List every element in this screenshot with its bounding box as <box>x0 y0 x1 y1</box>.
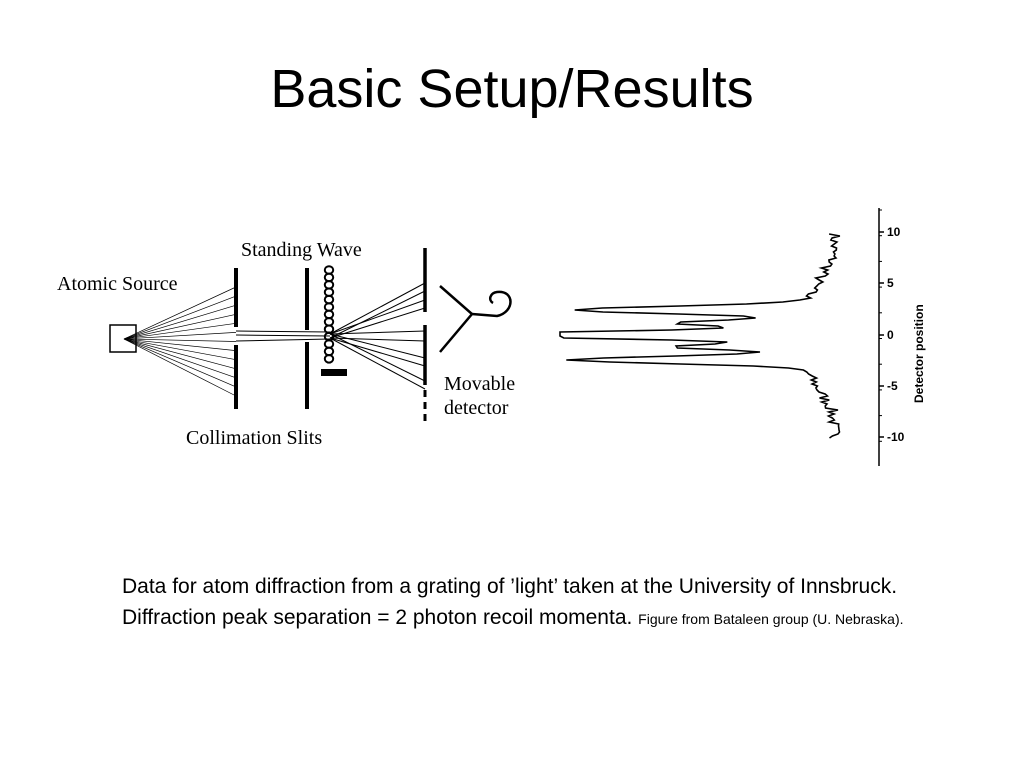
atom-beam-ray <box>123 338 237 379</box>
position-axis-tick-label: -5 <box>887 379 898 393</box>
standing-wave-loop <box>323 354 335 364</box>
diffracted-beams <box>329 282 426 390</box>
atom-beam-ray <box>123 338 237 397</box>
atom-diffraction-figure: Atomic Source Standing Wave Collimation … <box>57 208 926 466</box>
position-axis-tick-label: -10 <box>887 430 905 444</box>
atomic-source-label: Atomic Source <box>57 273 178 295</box>
position-axis-title: Detector position <box>912 304 926 403</box>
standing-wave-label: Standing Wave <box>241 239 362 261</box>
atom-beam-ray <box>123 295 237 340</box>
slide-title: Basic Setup/Results <box>270 59 754 119</box>
movable-detector-label-line1: Movable <box>444 373 515 395</box>
movable-detector-label-line2: detector <box>444 397 509 419</box>
caption-main: Data for atom diffraction from a grating… <box>122 575 898 629</box>
atom-beam-ray <box>123 338 237 370</box>
detector-hook <box>439 285 512 353</box>
atom-beam-ray <box>123 322 237 340</box>
atom-beam-ray <box>123 304 237 340</box>
atom-beam-fan <box>123 286 237 397</box>
atom-beam-ray <box>123 338 237 342</box>
collimated-beam <box>235 330 331 342</box>
position-axis-ticks: 10 5 0 -5 -10 <box>879 209 905 444</box>
caption-credit: Figure from Bataleen group (U. Nebraska)… <box>638 611 904 627</box>
atom-beam-ray <box>123 313 237 340</box>
collimation-slits-label: Collimation Slits <box>186 427 322 449</box>
position-axis-tick-label: 5 <box>887 276 894 290</box>
standing-wave <box>323 265 335 364</box>
atom-beam-ray <box>123 286 237 340</box>
atom-beam-ray <box>123 338 237 388</box>
position-axis-tick-label: 0 <box>887 328 894 342</box>
atom-beam-ray <box>123 338 237 351</box>
detector-signal-trace <box>559 233 841 439</box>
atom-beam-ray <box>123 332 237 340</box>
standing-wave-mirror <box>321 369 347 376</box>
position-axis-tick-label: 10 <box>887 225 901 239</box>
atom-beam-ray <box>123 338 237 361</box>
caption: Data for atom diffraction from a grating… <box>122 571 952 635</box>
